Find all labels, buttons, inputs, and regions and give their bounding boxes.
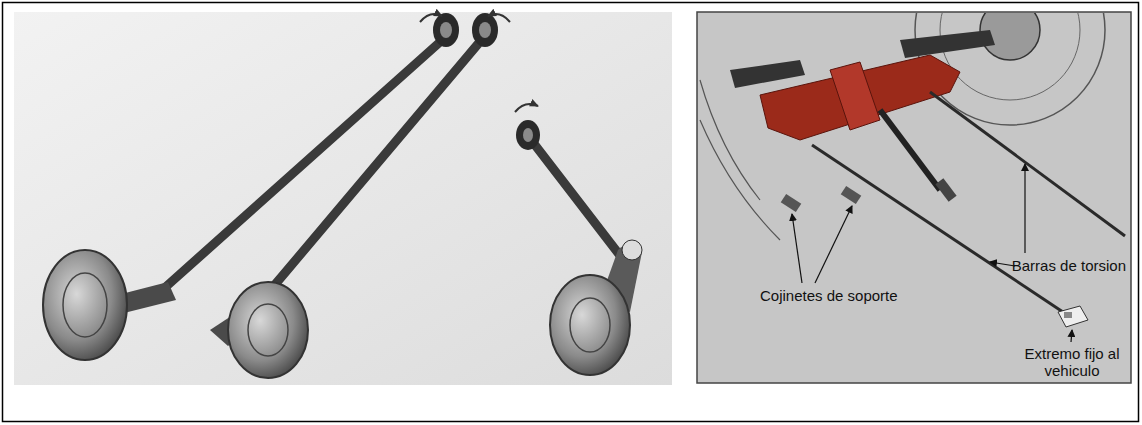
- outer-frame: [3, 3, 1139, 422]
- part-label: Barras de torsion: [1012, 257, 1126, 274]
- right-illustration: [697, 0, 1131, 383]
- part-label: Cojinetes de soporte: [760, 287, 898, 304]
- left-illustration: [14, 12, 672, 385]
- part-label: Extremo fijo al vehiculo: [1020, 345, 1124, 379]
